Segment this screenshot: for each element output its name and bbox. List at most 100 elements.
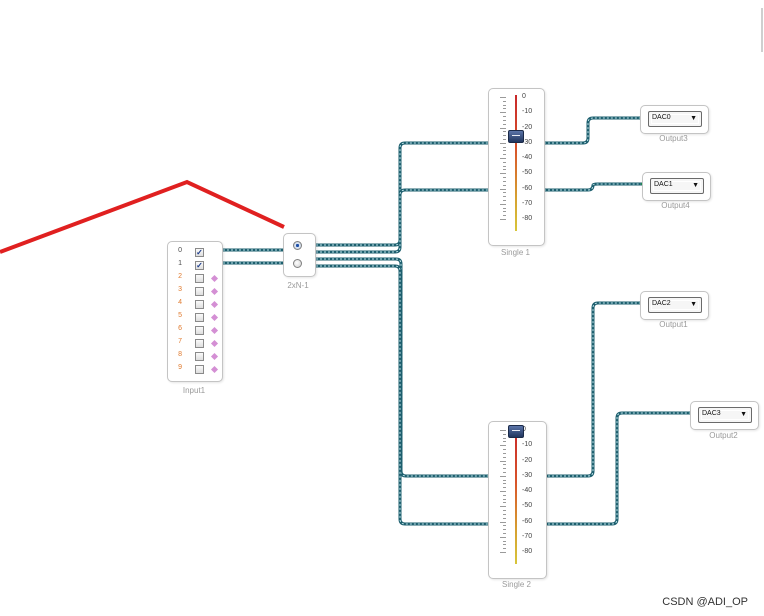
volume-1-tick — [503, 135, 506, 137]
wire-mux-to-single1-b-highlight — [312, 189, 492, 253]
output2-label: Output2 — [709, 431, 738, 440]
volume-1-tick — [503, 154, 506, 156]
volume-1-tick — [503, 131, 506, 133]
input-channel-3-checkbox[interactable] — [195, 287, 204, 296]
dac-select-value: DAC0 — [652, 114, 671, 121]
volume-1-track[interactable] — [515, 95, 517, 231]
volume-scale-label: -60 — [522, 184, 533, 192]
volume-scale-label: -50 — [522, 169, 533, 177]
input-channel-8-port — [210, 352, 219, 361]
volume-scale-label: -30 — [522, 138, 533, 146]
volume-1-tick — [503, 196, 506, 198]
output-block-output3[interactable]: DAC0 ▼ — [640, 105, 709, 134]
volume-2-tick — [503, 494, 506, 496]
volume-1-tick — [500, 173, 506, 175]
volume-2-tick — [503, 540, 506, 542]
volume-2-tick — [503, 483, 506, 485]
volume-1-tick — [503, 211, 506, 213]
volume-2-tick — [503, 487, 506, 489]
output1-label: Output1 — [659, 320, 688, 329]
volume-scale-label: -40 — [522, 487, 533, 494]
dac-select-value: DAC2 — [652, 300, 671, 307]
volume-1-tick — [503, 108, 506, 110]
volume-1-tick — [503, 177, 506, 179]
wire-mux-to-single1-a-highlight — [312, 142, 492, 246]
volume-1-tick — [503, 199, 506, 201]
output4-label: Output4 — [661, 201, 690, 210]
volume-1-tick — [503, 165, 506, 167]
volume-2-slider-knob[interactable] — [508, 425, 524, 438]
input-channel-4-port — [210, 300, 219, 309]
input-channel-number: 3 — [178, 286, 182, 293]
wire-single1-to-output3-highlight — [540, 117, 644, 144]
output-block-output2[interactable]: DAC3 ▼ — [690, 401, 759, 430]
wire-single1-to-output3 — [540, 116, 644, 145]
volume-1-tick — [503, 180, 506, 182]
input-channel-0-checkbox[interactable]: ✓ — [195, 248, 204, 257]
input-channel-number: 8 — [178, 351, 182, 358]
input-channel-8-checkbox[interactable] — [195, 352, 204, 361]
wire-mux-to-single1-a — [312, 141, 492, 247]
mux-block[interactable] — [283, 233, 316, 277]
chevron-down-icon: ▼ — [690, 301, 697, 308]
volume-1-tick — [503, 138, 506, 140]
dac-select-output1[interactable]: DAC2 ▼ — [648, 297, 702, 313]
input-channel-7-checkbox[interactable] — [195, 339, 204, 348]
volume-2-tick — [503, 452, 506, 454]
volume-scale-label: 0 — [522, 93, 526, 100]
wire-single2-to-output1 — [540, 301, 644, 478]
volume-scale-label: -10 — [522, 441, 533, 449]
input-channel-9-checkbox[interactable] — [195, 365, 204, 374]
dac-select-output3[interactable]: DAC0 ▼ — [648, 111, 702, 127]
volume-2-track[interactable] — [515, 428, 517, 564]
volume-2-tick — [503, 502, 506, 504]
volume-1-tick — [500, 188, 506, 190]
input-channel-number: 1 — [178, 260, 182, 267]
dac-select-output4[interactable]: DAC1 ▼ — [650, 178, 704, 194]
input-channel-number: 5 — [178, 312, 182, 319]
volume-scale-label: -70 — [522, 199, 533, 207]
volume-1-tick — [503, 150, 506, 152]
input-channel-9-port — [210, 365, 219, 374]
input-channel-2-port — [210, 274, 219, 283]
input-channel-1-checkbox[interactable]: ✓ — [195, 261, 204, 270]
volume-block-single-1[interactable]: 0-10-20-30-40-50-60-70-80 — [488, 88, 545, 246]
volume-1-tick — [500, 97, 506, 98]
volume-2-tick — [503, 441, 506, 443]
volume-2-tick — [500, 521, 506, 523]
volume-1-tick — [503, 215, 506, 217]
input-channel-5-checkbox[interactable] — [195, 313, 204, 322]
mux-input-0-radio[interactable] — [293, 241, 302, 250]
input-channel-number: 4 — [178, 299, 182, 306]
volume-scale-label: -60 — [522, 517, 533, 525]
input-channel-6-checkbox[interactable] — [195, 326, 204, 335]
volume-2-tick — [503, 433, 506, 435]
volume-2-tick — [503, 464, 506, 466]
mux-input-1-radio[interactable] — [293, 259, 302, 268]
mux-block-label: 2xN-1 — [287, 281, 309, 290]
volume-block-2-label: Single 2 — [502, 580, 531, 589]
input-channel-5-port — [210, 313, 219, 322]
dac-select-output2[interactable]: DAC3 ▼ — [698, 407, 752, 423]
volume-2-tick — [503, 456, 506, 458]
volume-block-single-2[interactable]: 0-10-20-30-40-50-60-70-80 — [488, 421, 547, 579]
volume-1-slider-knob[interactable] — [508, 130, 524, 144]
wire-mux-to-single2-b-highlight — [312, 265, 492, 525]
output-block-output1[interactable]: DAC2 ▼ — [640, 291, 709, 320]
volume-2-tick — [503, 498, 506, 500]
dac-select-value: DAC1 — [654, 181, 673, 188]
volume-2-tick — [503, 471, 506, 473]
input-channel-4-checkbox[interactable] — [195, 300, 204, 309]
volume-2-tick — [503, 513, 506, 515]
chevron-down-icon: ▼ — [690, 115, 697, 122]
scrollbar-edge[interactable] — [761, 8, 763, 52]
volume-2-tick — [503, 510, 506, 512]
volume-scale-label: -50 — [522, 502, 533, 510]
input-block-label: Input1 — [182, 386, 206, 395]
output-block-output4[interactable]: DAC1 ▼ — [642, 172, 711, 201]
input-channel-2-checkbox[interactable] — [195, 274, 204, 283]
wire-single1-to-output4-highlight — [540, 183, 645, 191]
annotation-stroke — [0, 179, 285, 254]
